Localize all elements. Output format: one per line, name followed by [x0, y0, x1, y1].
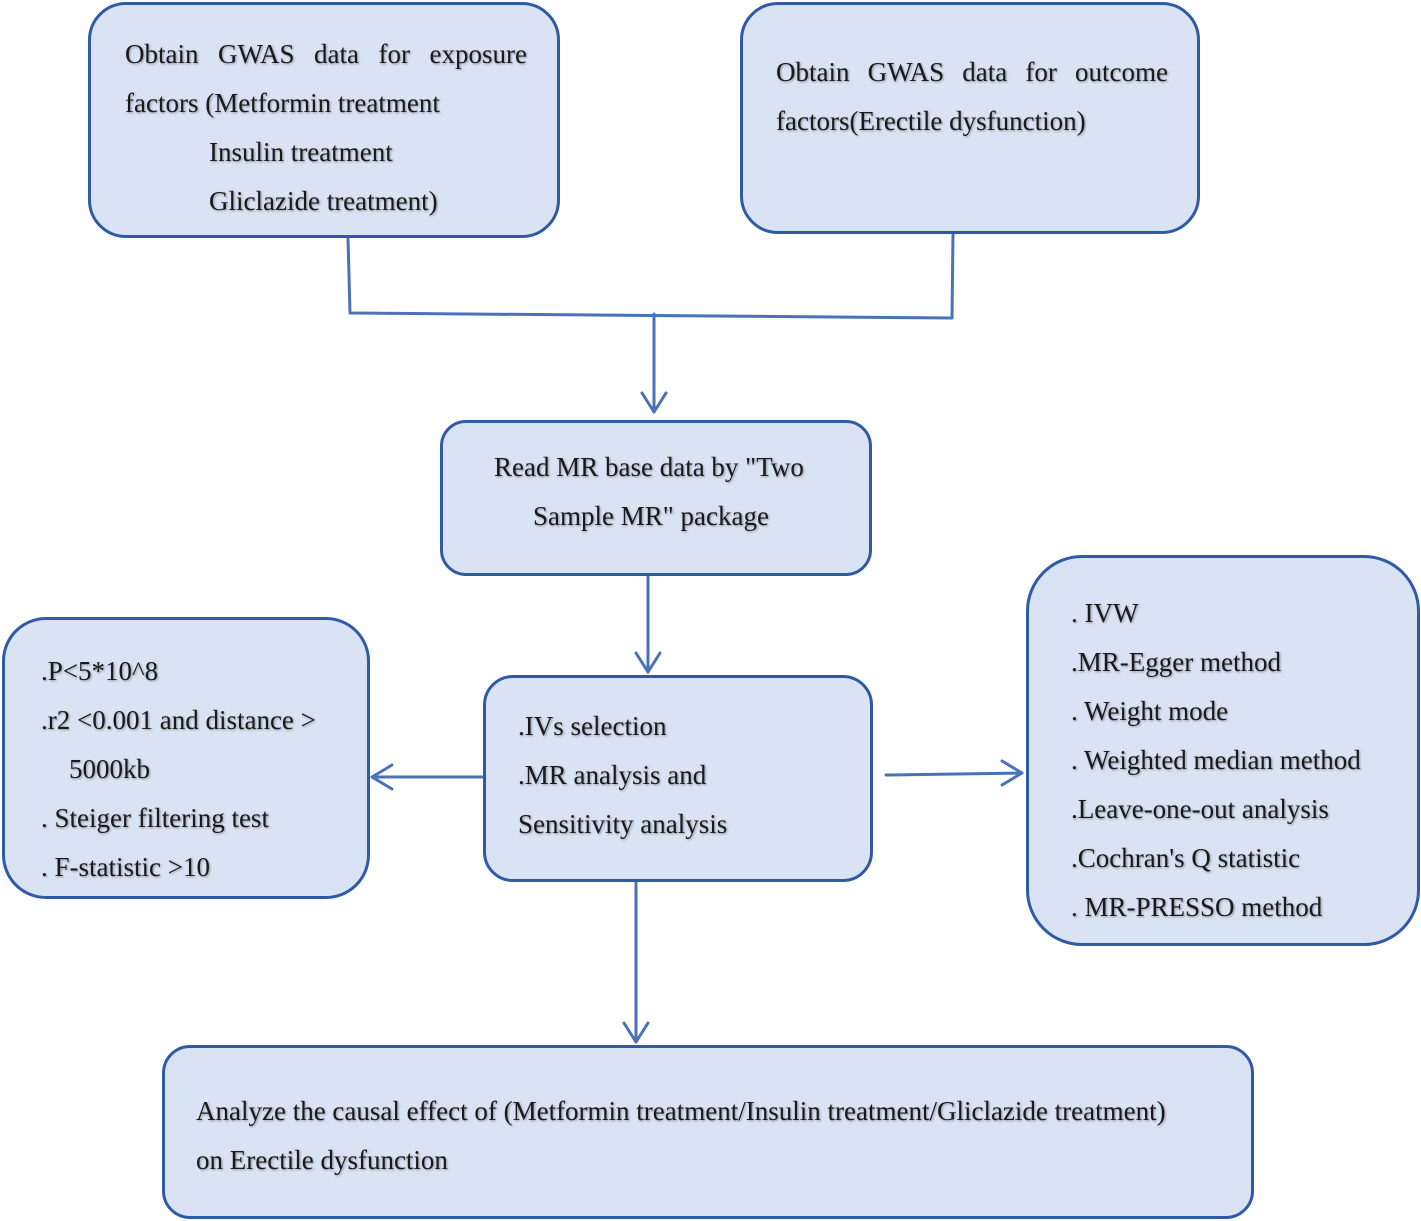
center-line-3: Sensitivity analysis [518, 809, 728, 839]
methods-line-2: .MR-Egger method [1071, 647, 1281, 677]
iv-criteria-box: .P<5*10^8 .r2 <0.001 and distance > 5000… [2, 617, 370, 899]
methods-line-7: . MR-PRESSO method [1071, 892, 1323, 922]
exposure-line-2: factors (Metformin treatment [125, 88, 440, 118]
exposure-line-3: Insulin treatment [209, 137, 393, 167]
criteria-line-2: .r2 <0.001 and distance > [41, 705, 316, 735]
exposure-data-box: Obtain GWAS data for exposure factors (M… [88, 2, 560, 238]
result-line-2: on Erectile dysfunction [196, 1145, 448, 1175]
iv-selection-box: .IVs selection .MR analysis and Sensitiv… [483, 675, 873, 882]
outcome-data-box: Obtain GWAS data for outcome factors(Ere… [740, 2, 1200, 234]
mr-methods-box: . IVW .MR-Egger method . Weight mode . W… [1026, 555, 1420, 946]
read-line-2: Sample MR" package [533, 501, 769, 531]
arrowhead-to-center [634, 651, 662, 674]
read-data-box: Read MR base data by "Two Sample MR" pac… [440, 420, 872, 576]
read-line-1: Read MR base data by "Two [494, 452, 804, 482]
arrowhead-to-read [640, 391, 668, 414]
criteria-line-4: . Steiger filtering test [41, 803, 269, 833]
outcome-line-2: factors(Erectile dysfunction) [776, 106, 1086, 136]
causal-effect-box: Analyze the causal effect of (Metformin … [162, 1045, 1254, 1219]
arrowhead-to-result [622, 1021, 650, 1044]
center-line-1: .IVs selection [518, 711, 667, 741]
exposure-line-4: Gliclazide treatment) [209, 186, 438, 216]
criteria-line-5: . F-statistic >10 [41, 852, 210, 882]
criteria-line-1: .P<5*10^8 [41, 656, 159, 686]
methods-line-1: . IVW [1071, 598, 1139, 628]
arrowhead-to-criteria [370, 763, 394, 791]
result-line-1: Analyze the causal effect of (Metformin … [196, 1096, 1166, 1126]
center-line-2: .MR analysis and [518, 760, 707, 790]
outcome-line-1: Obtain GWAS data for outcome [776, 57, 1168, 87]
methods-line-4: . Weighted median method [1071, 745, 1361, 775]
criteria-line-3: 5000kb [69, 754, 150, 784]
exposure-line-1: Obtain GWAS data for exposure [125, 39, 527, 69]
methods-line-5: .Leave-one-out analysis [1071, 794, 1329, 824]
methods-line-6: .Cochran's Q statistic [1071, 843, 1301, 873]
center-to-methods-line [884, 771, 1024, 777]
methods-line-3: . Weight mode [1071, 696, 1229, 726]
arrowhead-to-methods [1000, 759, 1024, 787]
merge-connector [346, 232, 955, 320]
